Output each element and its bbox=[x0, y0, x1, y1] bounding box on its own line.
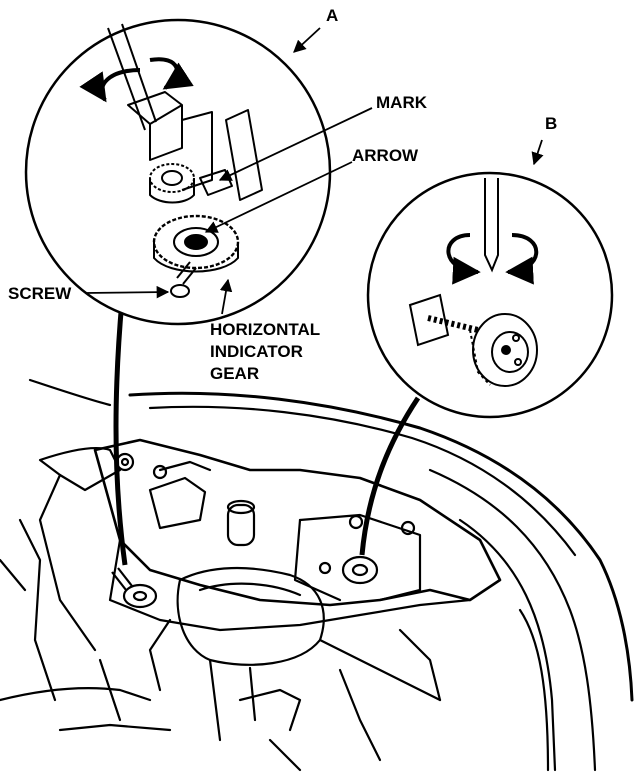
adjuster-location-b bbox=[318, 555, 379, 585]
leader-a bbox=[113, 299, 128, 566]
arrow-label: ARROW bbox=[352, 146, 419, 165]
mark-label: MARK bbox=[376, 93, 427, 112]
headlight-housing bbox=[0, 378, 634, 772]
gear-label-line-1: HORIZONTAL bbox=[210, 320, 321, 339]
leader-b bbox=[359, 396, 421, 556]
detail-circle-b bbox=[366, 171, 614, 419]
rotation-arrow-icon bbox=[79, 57, 194, 103]
gear-label-line-2: INDICATOR bbox=[210, 342, 303, 361]
rotation-arrow-icon bbox=[446, 233, 539, 285]
screw-location-a bbox=[111, 567, 158, 609]
gear-label-line-3: GEAR bbox=[210, 364, 260, 383]
screwdriver-icon bbox=[484, 178, 499, 273]
adjuster-gear-icon bbox=[408, 293, 538, 387]
label-pointers bbox=[84, 27, 544, 315]
screw-label: SCREW bbox=[8, 284, 72, 303]
callout-a-label: A bbox=[326, 6, 339, 25]
callout-b-label: B bbox=[545, 114, 558, 133]
